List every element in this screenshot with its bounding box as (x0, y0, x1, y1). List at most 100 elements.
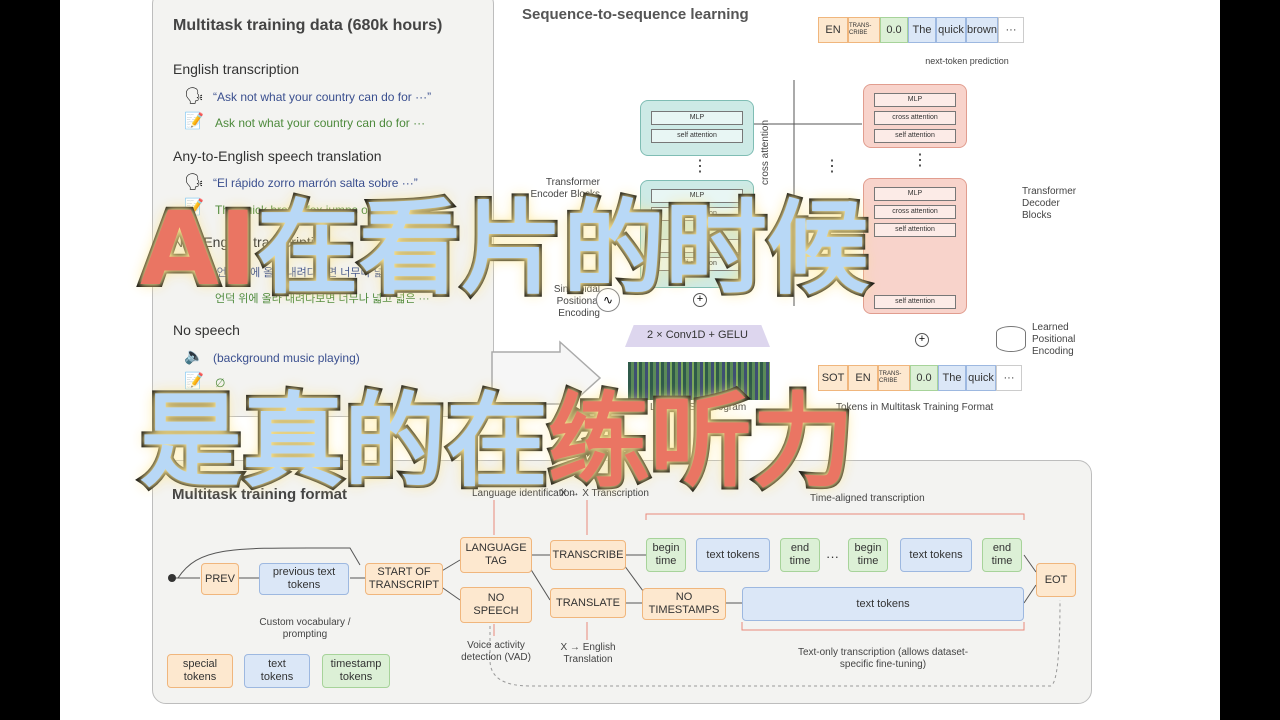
spectrogram (628, 362, 770, 400)
caption-line-2-blue: 是真的在 (137, 383, 551, 502)
section-heading: English transcription (173, 61, 300, 77)
text-sample: The quick brown fox jumps over ··· (215, 203, 400, 217)
output-token: The (908, 17, 936, 43)
cross-attention-layer: cross attention (874, 111, 956, 125)
translate-token: TRANSLATE (550, 588, 626, 618)
decoder-label: Transformer Decoder Blocks (1022, 186, 1077, 221)
language-tag-token: LANGUAGE TAG (460, 537, 532, 573)
notepad-icon: 📝 (184, 113, 204, 130)
input-token: SOT (818, 365, 848, 391)
encoder-label: Transformer Encoder Blocks (530, 177, 600, 200)
legend-special-tokens: special tokens (167, 654, 233, 688)
segment-dots: ··· (826, 549, 839, 564)
output-token: TRANS-CRIBE (848, 17, 880, 43)
audio-sample: “언덕 위에 올라 내려다보면 너무나 넓고 넓은 ···” (213, 267, 435, 279)
self-attention-layer: self attention (874, 295, 956, 309)
output-token: quick (936, 17, 966, 43)
caption-line-1-text: 在看片的时候 (254, 190, 872, 309)
legend-text-tokens: text tokens (244, 654, 310, 688)
section-heading: No speech (173, 322, 240, 338)
encoder-ellipsis: ⋮ (692, 158, 708, 175)
speaker-person-icon: 🗣 (184, 88, 205, 105)
audio-sample: (background music playing) (213, 351, 360, 365)
mlp-layer: MLP (874, 187, 956, 201)
text-tokens-segment: text tokens (900, 538, 972, 572)
cross-attention-layer: cross attention (874, 205, 956, 219)
audio-sample: “Ask not what your country can do for ··… (213, 90, 432, 104)
caption-line-2: 是真的在练听力 (137, 385, 857, 501)
training-data-title: Multitask training data (680k hours) (173, 17, 443, 34)
conv-block (625, 325, 770, 347)
text-sample: 언덕 위에 올라 내려다보면 너무나 넓고 넓은 ··· (215, 293, 430, 305)
start-of-transcript-token: START OF TRANSCRIPT (365, 563, 443, 595)
decoder-block-bottom: MLP cross attention self attention self … (863, 178, 967, 314)
encoder-block-top: MLP self attention (640, 100, 754, 156)
end-time-token: end time (780, 538, 820, 572)
self-attention-layer: self attention (651, 257, 743, 271)
learned-encoding-label: Learned Positional Encoding (1032, 322, 1076, 357)
format-flow-lines (168, 500, 1061, 687)
output-token: EN (818, 17, 848, 43)
add-icon: + (915, 333, 929, 347)
speaker-icon: 🔈 (184, 348, 204, 365)
input-token: quick (966, 365, 996, 391)
training-data-panel (152, 0, 494, 417)
encoder-block-bottom: MLP self attention MLP self attention (640, 180, 754, 288)
text-only-label: Text-only transcription (allows dataset-… (797, 647, 969, 670)
self-attention-layer: self attention (874, 129, 956, 143)
sinusoid-icon: ∿ (596, 288, 620, 312)
text-sample: Ask not what your country can do for ··· (215, 116, 426, 130)
tokens-format-label: Tokens in Multitask Training Format (836, 402, 994, 413)
section-heading: Any-to-English speech translation (173, 148, 382, 164)
notepad-icon: 📝 (184, 199, 204, 216)
mid-ellipsis: ⋮ (824, 158, 840, 175)
mlp-layer: MLP (651, 111, 743, 125)
text-sample: ∅ (215, 376, 226, 390)
notepad-icon: 📝 (184, 373, 204, 390)
mlp-layer: MLP (874, 93, 956, 107)
output-token: brown (966, 17, 998, 43)
decoder-block-top: MLP cross attention self attention (863, 84, 967, 148)
whisper-diagram: Multitask training data (680k hours) Eng… (60, 0, 1220, 720)
output-token: ··· (998, 17, 1024, 43)
caption-ai-text: AI (137, 190, 260, 309)
legend-timestamp-tokens: timestamp tokens (322, 654, 390, 688)
section-heading: Non-English transcription (173, 234, 330, 250)
custom-vocab-label: Custom vocabulary / prompting (259, 617, 351, 640)
text-tokens-bar: text tokens (742, 587, 1024, 621)
audio-sample: “El rápido zorro marrón salta sobre ···” (213, 176, 418, 190)
self-attention-layer: self attention (651, 129, 743, 143)
training-format-title: Multitask training format (172, 486, 348, 503)
transcribe-token: TRANSCRIBE (550, 540, 626, 570)
speaker-person-icon: 🗣 (184, 174, 205, 191)
conv-label: 2 × Conv1D + GELU (647, 329, 748, 341)
output-token: 0.0 (880, 17, 908, 43)
add-icon: + (693, 293, 707, 307)
flow-arrow (491, 340, 602, 416)
self-attention-layer: self attention (874, 223, 956, 237)
mlp-layer: MLP (651, 239, 743, 253)
no-timestamps-token: NO TIMESTAMPS (642, 588, 726, 620)
cross-attention-arrow (754, 80, 862, 306)
input-token: 0.0 (910, 365, 938, 391)
x-transcription-label: X → X Transcription (560, 488, 649, 499)
text-tokens-segment: text tokens (696, 538, 770, 572)
caption-line-2-red: 练听力 (545, 383, 857, 502)
sinusoidal-label: Sinusoidal Positional Encoding (553, 284, 600, 319)
begin-time-token: begin time (848, 538, 888, 572)
self-attention-layer: self attention (651, 207, 743, 221)
prev-token: PREV (201, 563, 239, 595)
previous-text-tokens: previous text tokens (259, 563, 349, 595)
mlp-layer: MLP (651, 189, 743, 203)
vad-label: Voice activity detection (VAD) (461, 640, 531, 663)
input-token: TRANS-CRIBE (878, 365, 910, 391)
input-token: The (938, 365, 966, 391)
spectrogram-label: Log-Mel Spectrogram (650, 402, 747, 413)
learned-encoding-icon (996, 326, 1026, 352)
no-speech-token: NO SPEECH (460, 587, 532, 623)
input-token: ··· (996, 365, 1022, 391)
language-identification-label: Language identification (472, 488, 575, 499)
next-token-label: next-token prediction (925, 56, 1009, 66)
caption-line-1: AI在看片的时候 (137, 192, 872, 308)
seq2seq-title: Sequence-to-sequence learning (522, 6, 749, 23)
